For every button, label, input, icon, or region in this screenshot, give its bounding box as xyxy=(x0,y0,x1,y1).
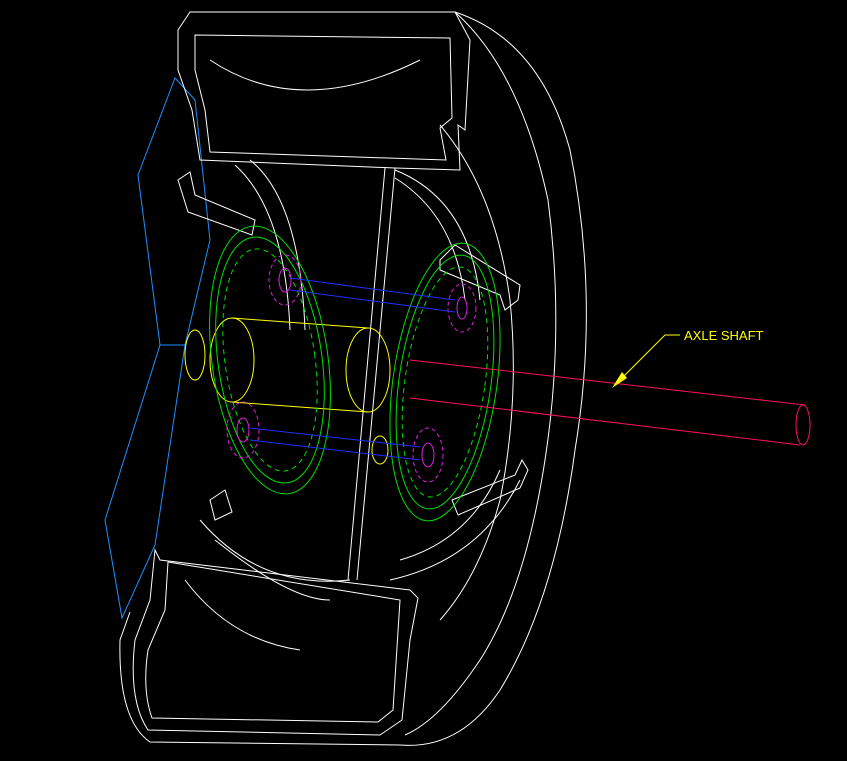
frame-plate xyxy=(104,77,211,620)
ring-gear-outer xyxy=(389,242,501,522)
axle-shaft-callout: AXLE SHAFT xyxy=(612,328,764,388)
planet-gears xyxy=(226,254,477,483)
leader-line xyxy=(614,334,680,386)
planet-gear-2 xyxy=(226,401,260,459)
planet-pins xyxy=(249,277,456,461)
wheel-tire xyxy=(119,11,587,746)
planet-gear-4 xyxy=(412,427,444,483)
axle-shaft-label: AXLE SHAFT xyxy=(684,328,764,343)
axle-shaft xyxy=(409,359,811,446)
planet-gear-3 xyxy=(447,283,477,333)
hub-cylinder xyxy=(184,317,391,465)
planet-gear-1 xyxy=(268,254,302,306)
leader-arrow xyxy=(612,372,627,388)
ring-gear-inner xyxy=(209,225,331,495)
